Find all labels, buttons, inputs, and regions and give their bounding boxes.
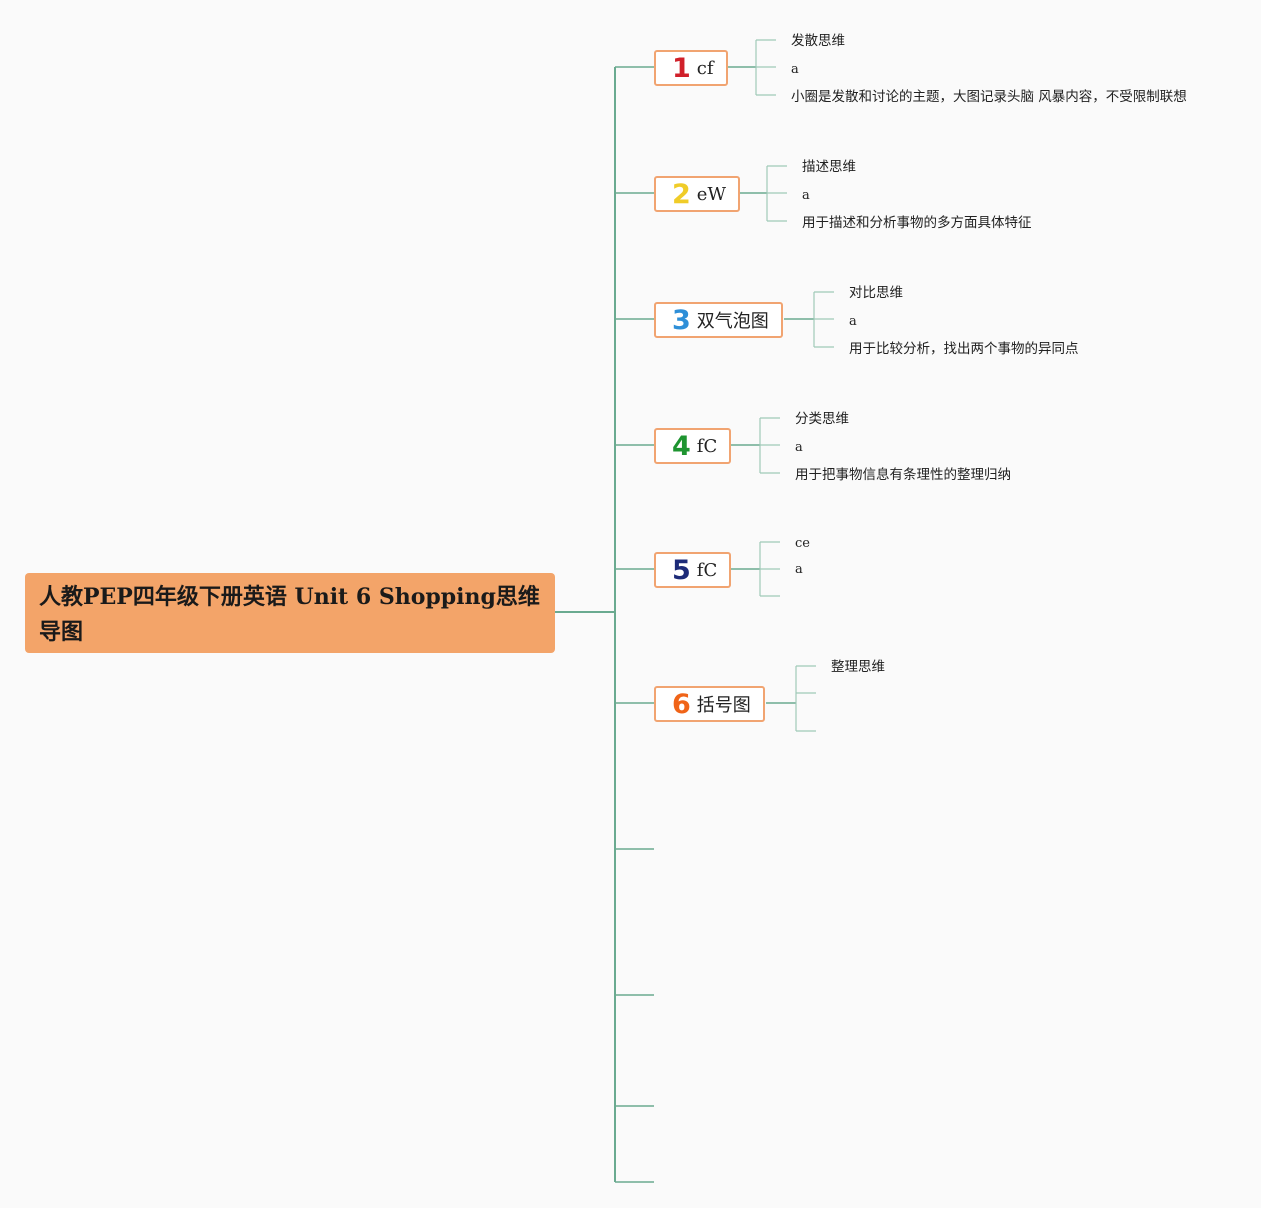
- leaf-3-3[interactable]: 用于比较分析，找出两个事物的异同点: [849, 341, 1079, 357]
- leaf-4-3[interactable]: 用于把事物信息有条理性的整理归纳: [795, 467, 1011, 483]
- branch-number-4: 4: [672, 430, 691, 462]
- root-node[interactable]: 人教PEP四年级下册英语 Unit 6 Shopping思维导图: [25, 573, 555, 653]
- leaf-6-1[interactable]: 整理思维: [831, 659, 885, 675]
- leaf-3-2[interactable]: a: [849, 314, 857, 329]
- leaf-4-1[interactable]: 分类思维: [795, 411, 849, 427]
- leaf-1-2[interactable]: a: [791, 62, 799, 77]
- branch-node-4[interactable]: 4 fC: [654, 428, 732, 464]
- leaf-2-3[interactable]: 用于描述和分析事物的多方面具体特征: [802, 215, 1032, 231]
- branch-label-3: 双气泡图: [696, 311, 769, 332]
- branch-node-3[interactable]: 3 双气泡图: [654, 302, 783, 338]
- branch-number-5: 5: [672, 554, 691, 586]
- leaf-1-1[interactable]: 发散思维: [791, 33, 845, 49]
- branch-node-1[interactable]: 1 cf: [654, 50, 728, 86]
- branch-number-2: 2: [672, 178, 691, 210]
- root-title: 人教PEP四年级下册英语 Unit 6 Shopping思维导图: [39, 584, 540, 645]
- leaf-4-2[interactable]: a: [795, 440, 803, 455]
- leaf-5-2[interactable]: a: [795, 562, 803, 577]
- branch-node-2[interactable]: 2 eW: [654, 176, 740, 212]
- branch-number-3: 3: [672, 304, 691, 336]
- leaf-3-1[interactable]: 对比思维: [849, 285, 903, 301]
- leaf-2-2[interactable]: a: [802, 188, 810, 203]
- branch-node-6[interactable]: 6 括号图: [654, 686, 765, 722]
- branch-label-5: fC: [696, 559, 718, 581]
- branch-label-6: 括号图: [696, 695, 751, 716]
- branch-label-1: cf: [696, 57, 714, 79]
- branch-node-5[interactable]: 5 fC: [654, 552, 732, 588]
- branch-label-2: eW: [696, 183, 726, 205]
- leaf-2-1[interactable]: 描述思维: [802, 159, 856, 175]
- leaf-5-1[interactable]: ce: [795, 536, 810, 551]
- branch-label-4: fC: [696, 435, 718, 457]
- branch-number-6: 6: [672, 688, 691, 720]
- branch-number-1: 1: [672, 52, 691, 84]
- leaf-1-3[interactable]: 小圈是发散和讨论的主题，大图记录头脑 风暴内容，不受限制联想: [791, 89, 1187, 105]
